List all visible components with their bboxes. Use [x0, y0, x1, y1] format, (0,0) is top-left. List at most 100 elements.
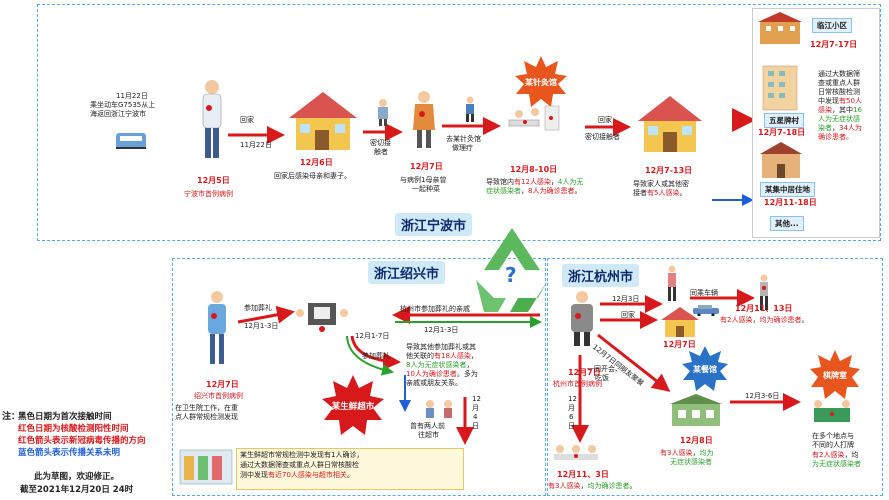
sx-hz-date: 12月1-3日 — [424, 326, 459, 334]
sidebar-item1-name: 临江小区 — [812, 18, 852, 33]
sidebar-item2-date: 12月7-18日 — [758, 128, 806, 137]
hz-case-date: 12月7日 — [568, 368, 601, 377]
market-badge: 某生鲜超市 — [322, 375, 384, 437]
clinic-date: 12月8-10日 — [510, 165, 558, 174]
hz-bt-b: ， — [580, 482, 588, 490]
hz-rest-date: 12月8日 — [680, 436, 713, 445]
sx-funeral-label2: 参加葬礼 — [362, 352, 390, 360]
shaoxing-region-box — [172, 258, 546, 496]
house-icon-1 — [289, 92, 357, 150]
train-icon — [116, 133, 146, 149]
hz-vd-2: 月 — [568, 404, 575, 412]
restaurant-badge-label: 某餐馆 — [693, 364, 717, 374]
legend-title: 注： — [2, 412, 21, 422]
triangle-arrow-right — [510, 280, 548, 312]
starburst-shape — [515, 56, 567, 107]
hz-rt-b: ， — [692, 449, 700, 457]
ningbo-region-box — [37, 4, 881, 241]
hz-cht-a: 有2人感染 — [812, 451, 845, 459]
sx-date-1-7: 12月1-7日 — [355, 332, 390, 340]
close-contact-1: 密切接 — [370, 139, 391, 147]
sidebar-item1-text3: 日常核酸检测 — [818, 88, 860, 96]
s1t7b: ， — [832, 124, 839, 132]
hz-ct-b: ， — [752, 316, 760, 324]
mother-text-1: 与病例1母亲曾 — [400, 176, 447, 184]
hz-car-date: 12月11、13日 — [735, 304, 793, 313]
restaurant-starburst-shape — [682, 346, 728, 391]
hz-car-label: 同乘车辆 — [690, 289, 718, 297]
sidebar-item1-text7: 染者，34人为 — [818, 124, 862, 133]
sidebar-item1-text6: 人为无症状感 — [818, 115, 860, 123]
building-icon-1 — [758, 12, 802, 44]
clinic-text-2: 症状感染者，8人为确诊患者。 — [486, 187, 581, 196]
hz-cht-b: ，均 — [844, 451, 859, 459]
legend-line2: 红色日期为核酸检测阳性时间 — [18, 424, 129, 434]
clinic-badge-label: 某针灸馆 — [525, 77, 557, 87]
home2-text-2a: 接者 — [633, 189, 647, 197]
s1t4a: 中发现 — [818, 97, 839, 105]
s1t4b: 有50人 — [839, 97, 862, 105]
clinic-text-2b: ， — [521, 187, 528, 195]
go-clinic-2: 做理疗 — [452, 144, 473, 152]
sidebar-item1-text5: 感染，其中16 — [818, 106, 862, 115]
market-badge-label: 某生鲜超市 — [331, 402, 375, 412]
legend-line4: 蓝色箭头表示传播关系未明 — [18, 448, 121, 458]
sx-spread-text1: 导致其他参加葬礼或其 — [406, 343, 476, 351]
clinic-text-1d: 4人为无 — [557, 178, 584, 186]
hz-home-label: 回家 — [621, 311, 635, 319]
sx-s4b: 。多为 — [456, 370, 478, 378]
sx-vd-4: 日 — [472, 422, 479, 430]
hangzhou-region-box — [547, 258, 883, 496]
building-icon-3 — [760, 142, 802, 178]
hz-meal-label1: 一同开会、 — [587, 365, 622, 373]
person-icon-shaoxing — [208, 291, 226, 364]
sidebar-item2-name: 五星牌村 — [764, 113, 804, 128]
sx-hz-relative: 杭州市参加葬礼的亲戚 — [400, 305, 470, 313]
clinic-text-1c: ， — [550, 178, 558, 186]
hz-ct-d: 。 — [801, 316, 809, 324]
passenger-person-icon — [668, 265, 676, 301]
mt3b: 有近70人感染与超市相关 — [268, 471, 347, 479]
car-icon — [693, 305, 719, 316]
hz-bottom-date: 12月11、3日 — [557, 470, 609, 479]
hz-chess-text2: 不同的人打牌 — [812, 441, 854, 449]
meeting-people-icon — [554, 445, 598, 460]
house-icon-2 — [638, 96, 702, 152]
case1-note2: 海返回浙江宁波市 — [90, 110, 146, 118]
market-people-icon — [426, 400, 452, 418]
sx-s3b: ， — [466, 361, 474, 369]
clinic-text-2d: 。 — [574, 187, 582, 195]
home2-text-2b: 有5人感染 — [647, 189, 680, 197]
market-text2: 通过大数据筛查或重点人群日常核酸检 — [240, 461, 359, 469]
s1t5b: ，其中 — [832, 106, 853, 114]
sx-s3a: 8人为无症状感染者 — [406, 361, 467, 369]
mt3c: 。 — [346, 471, 354, 479]
sx-s2c: ， — [470, 352, 478, 360]
sx-vd-1: 12 — [472, 395, 481, 403]
sx-s4a: 10人为确诊患者 — [406, 370, 457, 378]
market-starburst-shape — [322, 375, 384, 435]
sx-spread-text3: 8人为无症状感染者， — [406, 361, 473, 370]
sx-vd-2: 月 — [472, 404, 479, 412]
sidebar-item1-text1: 通过大数据筛 — [818, 70, 860, 78]
s1t7c: 34人为 — [839, 124, 862, 132]
hz-bottom-text: 有3人感染，均为确诊患者。 — [548, 482, 636, 491]
home-arrow-date: 11月22日 — [240, 141, 272, 149]
mother-person-icon — [413, 91, 435, 148]
hz-rt-c: 均为 — [699, 449, 714, 457]
clinic-text-1b: 有12人感染 — [514, 178, 551, 186]
hz-chess-arrow-date: 12月3-6日 — [745, 392, 780, 400]
hz-vd-3: 6 — [569, 413, 574, 421]
clinic-scene-icon — [508, 105, 560, 131]
sx-funeral-date: 12月1-3日 — [244, 322, 279, 330]
sx-case-label: 绍兴市首例病例 — [194, 392, 243, 400]
hz-rest-text1: 有3人感染，均为 — [660, 449, 713, 458]
home2-arrow-label: 回家 — [598, 116, 612, 124]
case1-red-date: 12月5日 — [197, 176, 230, 185]
mother-date: 12月7日 — [410, 162, 443, 171]
arrow-funeral-spread — [350, 335, 401, 371]
sx-went2: 往超市 — [418, 431, 439, 439]
sidebar-item1-text4: 中发现有50人 — [818, 97, 862, 106]
sx-funeral-label: 参加葬礼 — [244, 304, 272, 312]
